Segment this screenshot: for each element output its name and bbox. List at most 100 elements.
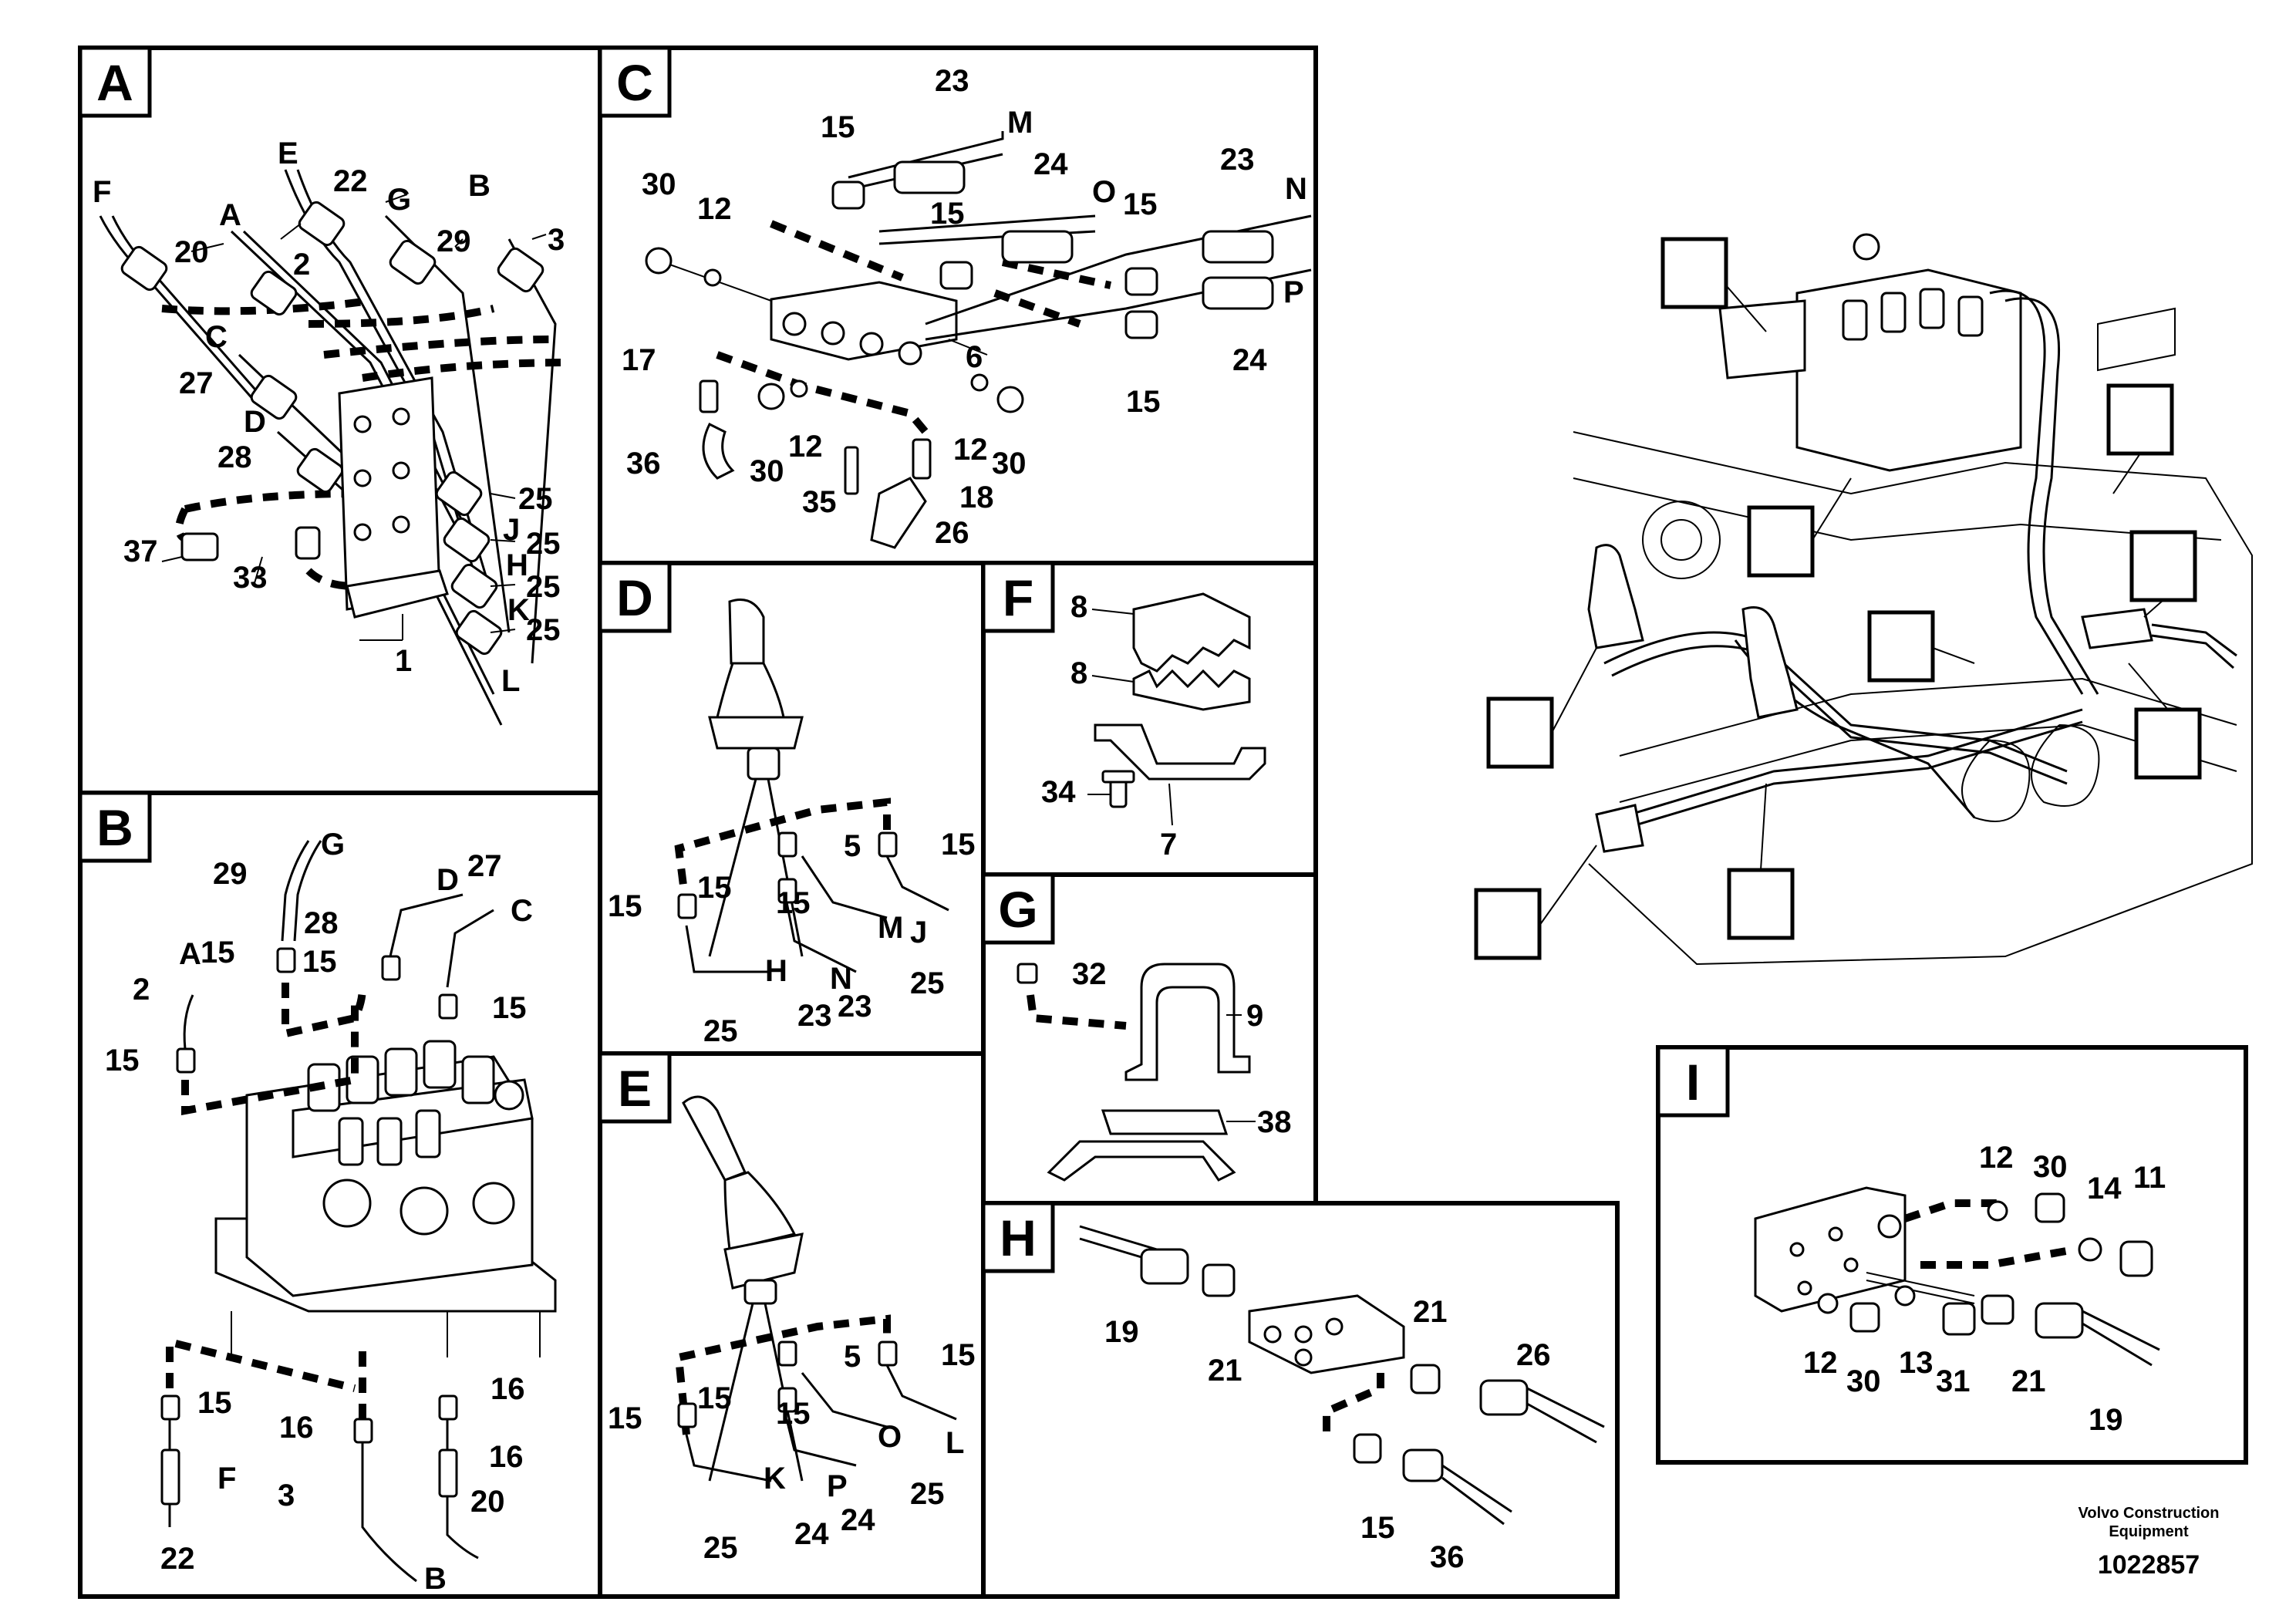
- callout: L: [501, 664, 520, 698]
- callout: 30: [2033, 1150, 2068, 1184]
- view-b-key: B: [96, 799, 133, 856]
- callout: 15: [776, 886, 811, 920]
- callout: 26: [1516, 1338, 1551, 1372]
- view-b-callouts: 29 G D 27 C 28 A 15 15 2 15 15 15 16 16 …: [105, 828, 533, 1596]
- callout: 12: [697, 192, 732, 226]
- overview-drawing: [1474, 233, 2253, 966]
- callout: 15: [1123, 187, 1158, 221]
- callout: C: [511, 894, 533, 928]
- view-a-callouts: F 20 E 22 G 29 B 3 A 2 C 27 D 28 37 33 2…: [93, 137, 565, 698]
- callout: 18: [959, 481, 994, 514]
- callout: 28: [304, 906, 339, 940]
- callout: M: [1007, 106, 1033, 140]
- callout: 2: [293, 248, 310, 282]
- view-i: I 12 30 14 11 12 30 13 31 21 19: [1656, 1045, 2248, 1465]
- callout: N: [1285, 172, 1307, 206]
- callout: 25: [703, 1014, 738, 1048]
- callout: 25: [526, 527, 561, 561]
- view-c-callouts: 23 M 15 30 12 15 24 O 15 23 N P 24 15 6 …: [622, 64, 1307, 550]
- callout: 1: [395, 644, 412, 678]
- callout: 15: [930, 197, 965, 231]
- callout: 34: [1041, 775, 1076, 809]
- callout: 36: [626, 447, 661, 481]
- callout: 35: [802, 485, 837, 519]
- callout: 15: [105, 1044, 140, 1077]
- callout: 7: [1160, 828, 1177, 862]
- overview-keys: [1474, 237, 2202, 960]
- view-g: G 32 9 38: [981, 872, 1318, 1206]
- callout: D: [437, 863, 459, 897]
- callout: 13: [1899, 1346, 1934, 1380]
- callout: 30: [750, 454, 784, 488]
- callout: 15: [941, 828, 976, 862]
- callout: C: [205, 320, 228, 354]
- callout: 26: [935, 516, 969, 550]
- callout: 15: [697, 871, 732, 905]
- callout: 8: [1070, 656, 1087, 690]
- view-d-key: D: [616, 569, 653, 626]
- callout: 32: [1072, 957, 1107, 991]
- callout: 31: [1936, 1364, 1971, 1398]
- callout: K: [764, 1462, 786, 1496]
- callout: 27: [467, 849, 502, 883]
- callout: 3: [278, 1479, 295, 1512]
- callout: 15: [821, 110, 855, 144]
- callout: 5: [844, 1340, 861, 1374]
- callout: 15: [1126, 385, 1161, 419]
- callout: J: [910, 916, 927, 949]
- view-g-callouts: 32 9 38: [1072, 957, 1292, 1139]
- callout: A: [179, 937, 201, 971]
- callout: 15: [608, 1401, 642, 1435]
- callout: K: [507, 593, 530, 627]
- callout: 12: [788, 430, 823, 464]
- callout: 30: [992, 447, 1027, 481]
- callout: B: [424, 1562, 447, 1596]
- callout: 16: [279, 1411, 314, 1445]
- callout: 38: [1257, 1105, 1292, 1139]
- callout: 20: [174, 235, 209, 269]
- callout: 15: [201, 936, 235, 969]
- callout: 25: [703, 1531, 738, 1565]
- callout: 15: [302, 945, 337, 979]
- callout: 23: [1220, 143, 1255, 177]
- callout: H: [765, 954, 787, 988]
- callout: 19: [1104, 1315, 1139, 1349]
- callout: 17: [622, 343, 656, 377]
- view-h: H 19 21 21 26 15 36: [981, 1201, 1620, 1599]
- callout: F: [93, 175, 111, 209]
- view-h-callouts: 19 21 21 26 15 36: [1104, 1295, 1551, 1574]
- view-d-callouts: 5 15 15 15 15 M J H N 25 23 23 25: [608, 828, 976, 1048]
- callout: 24: [841, 1503, 875, 1537]
- callout: M: [878, 911, 903, 945]
- callout: 15: [1360, 1511, 1395, 1545]
- callout: 11: [2133, 1161, 2166, 1195]
- callout: 12: [1979, 1141, 2014, 1175]
- callout: O: [1092, 175, 1116, 209]
- callout: B: [468, 169, 491, 203]
- callout: 20: [470, 1485, 505, 1519]
- callout: 12: [1803, 1346, 1838, 1380]
- view-h-key: H: [1000, 1209, 1037, 1266]
- callout: 21: [2011, 1364, 2046, 1398]
- callout: P: [827, 1469, 848, 1503]
- callout: 33: [233, 561, 268, 595]
- callout: 23: [935, 64, 969, 98]
- callout: N: [830, 962, 852, 996]
- callout: 25: [910, 1477, 945, 1511]
- view-f-callouts: 8 8 34 7: [1041, 590, 1177, 862]
- callout: D: [244, 405, 266, 439]
- callout: 24: [1033, 147, 1068, 181]
- view-f-key: F: [1003, 569, 1033, 626]
- callout: 15: [197, 1386, 232, 1420]
- callout: 15: [608, 889, 642, 923]
- figure-id: 1022857: [2098, 1550, 2200, 1580]
- callout: 27: [179, 366, 214, 400]
- publisher-line1: Volvo Construction: [2079, 1505, 2220, 1522]
- view-f: F 8 8 34 7: [981, 561, 1318, 877]
- callout: 25: [910, 966, 945, 1000]
- callout: 36: [1430, 1540, 1465, 1574]
- view-e-callouts: 5 15 15 15 15 O L K P 25 24 24 25: [608, 1338, 976, 1565]
- view-g-key: G: [998, 881, 1037, 938]
- callout: 37: [123, 534, 158, 568]
- view-a-key: A: [96, 54, 133, 111]
